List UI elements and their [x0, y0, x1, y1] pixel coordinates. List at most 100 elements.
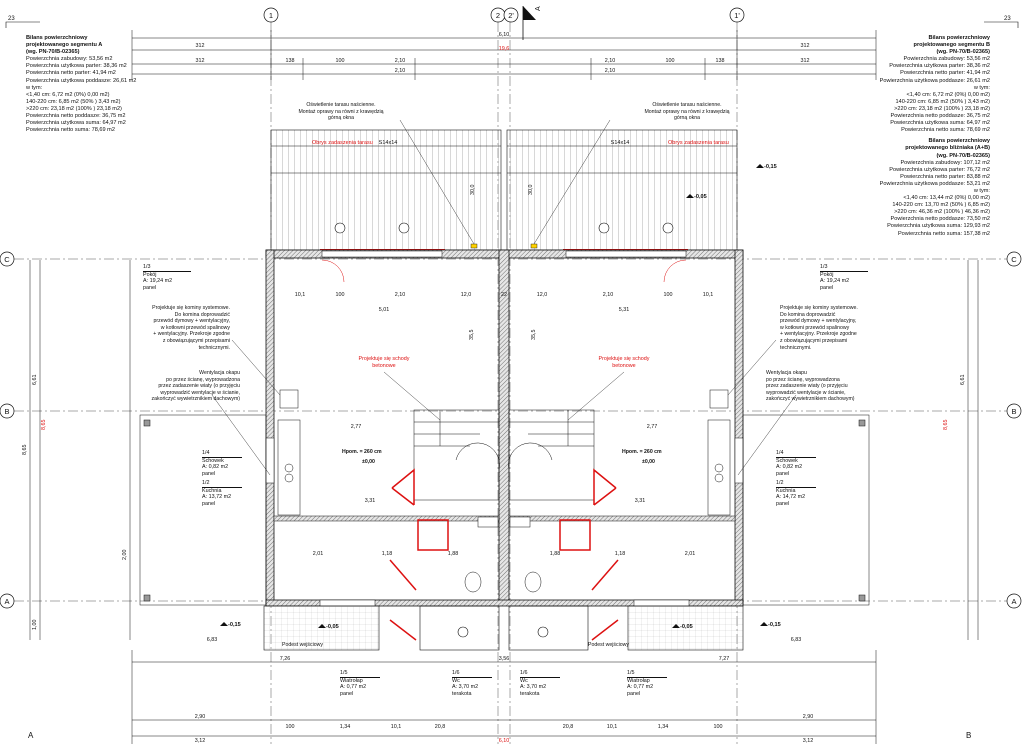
dim-side-left-b: 8,65: [22, 445, 28, 456]
dim-top3-a: 2,10: [395, 68, 406, 74]
note-line: Projektuje się schody: [598, 356, 650, 362]
note-line: Montaż oprawy na równi z krawędzią: [298, 108, 384, 115]
dim-bottom2-d: 10,1: [391, 724, 402, 730]
axis-label-1: 1: [269, 11, 273, 20]
room-height-left: Hpom. = 260 cm: [342, 449, 382, 455]
balance-b-line: <1,40 cm: 6,72 m2 (0%) 0,00 m2): [906, 91, 990, 98]
dim-mid3-d: 1,88: [550, 551, 561, 557]
dim-bottom2-i: 100: [714, 724, 723, 730]
leader-lines: [211, 339, 797, 476]
room-area: A: 14,72 m2: [776, 494, 806, 501]
room-name: Wiatrołap: [340, 676, 380, 685]
dim-top2-d: 2,10: [395, 58, 406, 64]
room-floor: panel: [340, 690, 354, 697]
dim-bottom1-b: 3,56: [499, 656, 510, 662]
room-name: Schowek: [202, 456, 242, 465]
axis-bubbles: [0, 7, 1022, 609]
note-light-right: Oświetlenie tarasu naścienne. Montaż opr…: [632, 102, 742, 122]
entrance-label-left: Podest wejściowy: [282, 642, 323, 648]
door-swings: [321, 259, 687, 283]
room-area: A: 0,77 m2: [340, 684, 367, 691]
note-line: Oświetlenie tarasu naścienne.: [306, 102, 376, 108]
balance-b-line: Powierzchnia zabudowy: 53,56 m2: [903, 56, 990, 63]
room-name: Pokój: [820, 270, 868, 279]
dim-inner2-a: 5,01: [379, 307, 390, 313]
floor-level-right: ±0,00: [642, 459, 655, 465]
room-area: A: 0,82 m2: [776, 464, 803, 471]
balance-b-line: Powierzchnia netto parter: 41,94 m2: [900, 70, 990, 77]
terrace-deck: [270, 129, 738, 251]
room-floor: panel: [776, 470, 790, 477]
room-area: A: 13,72 m2: [202, 494, 232, 501]
dim-mid2-b: 3,31: [635, 498, 646, 504]
note-chimney-right: Projektuje się kominy systemowe. Do komi…: [780, 305, 872, 351]
room-floor: panel: [627, 690, 641, 697]
note-line: technicznymi.: [780, 344, 812, 351]
note-line: wyprowadzić wentylacje w ścianie,: [766, 389, 846, 396]
corner-bottom-left: A: [28, 731, 34, 740]
room-label-pokoj-right: 1/3 Pokój A: 19,24 m2 panel: [820, 264, 868, 291]
dim-bottom-center: 6,10: [499, 738, 510, 744]
balance-a-line: w tym:: [26, 84, 43, 91]
balance-ab-line: Powierzchnia netto poddasze: 73,50 m2: [890, 216, 990, 223]
room-floor: panel: [776, 500, 790, 507]
note-line: Projektuje się schody: [358, 356, 410, 362]
room-area: A: 19,24 m2: [143, 278, 173, 285]
room-floor: panel: [202, 500, 216, 507]
room-number: 1/5: [627, 670, 635, 676]
stairs: [413, 409, 595, 501]
floor-level-left: ±0,00: [362, 459, 375, 465]
room-floor: terakota: [520, 690, 540, 697]
note-line: + wentylacyjny. Przekroje zgodne: [780, 331, 857, 338]
railing-label-right: Obrys zadaszenia tarasu: [668, 140, 729, 146]
balance-ab-line: <1,40 cm: 13,44 m2 (0%) 0,00 m2): [903, 195, 990, 202]
dim-top2-f: 100: [666, 58, 675, 64]
note-line: wyprowadzić wentylacje w ścianie,: [160, 389, 240, 396]
dim-mid3-b: 1,18: [382, 551, 393, 557]
room-area: A: 3,70 m2: [520, 684, 547, 691]
dim-mid1-a: 2,77: [351, 424, 362, 430]
entrance-label-right: Podest wejściowy: [588, 642, 629, 648]
room-label-kuchnia-right: 1/2 Kuchnia A: 14,72 m2 panel: [776, 480, 816, 507]
balance-b-line: Powierzchnia netto suma: 78,69 m2: [901, 127, 990, 134]
balance-a-line: <1,40 cm: 6,72 m2 (0%) 0,00 m2): [26, 91, 110, 98]
balance-b-title-2: projektowanego segmentu B: [913, 42, 990, 49]
balance-b-line: Powierzchnia netto poddasze: 36,75 m2: [890, 113, 990, 120]
balance-ab-title-2: projektowanego bliźniaka (A+B): [905, 145, 990, 152]
balance-b-line: Powierzchnia użytkowa poddasze: 26,61 m2: [879, 77, 990, 84]
balance-ab-line: Powierzchnia użytkowa parter: 76,72 m2: [889, 166, 990, 173]
note-line: przewód dymowy + wentylacyjny,: [780, 318, 857, 325]
room-label-wiatrolap-left: 1/5 Wiatrołap A: 0,77 m2 panel: [340, 670, 380, 697]
corner-label-right: 23: [1004, 16, 1011, 22]
dim-side-left-red: 8,65: [41, 420, 47, 431]
note-line: betonowe: [612, 362, 636, 369]
dim-bottom2-g: 10,1: [607, 724, 618, 730]
corner-bottom-right: B: [966, 731, 972, 740]
axis-label-a-right: A: [1011, 597, 1016, 606]
room-name: Wiatrołap: [627, 676, 667, 685]
balance-a-title-2: projektowanego segmentu A: [26, 42, 103, 49]
dim-bottom2-b: 100: [286, 724, 295, 730]
room-area: A: 19,24 m2: [820, 278, 850, 285]
dim-bottom2-h: 1,34: [658, 724, 669, 730]
sheet-corners: [5, 21, 1019, 28]
balance-b-line: 140-220 cm: 6,85 m2 (50% ) 3,43 m2): [895, 98, 990, 105]
axis-label-b-right: B: [1011, 407, 1016, 416]
terrace-size-left: S14x14: [379, 140, 398, 146]
carport-left: [139, 414, 267, 606]
level-e: -0,05: [680, 624, 693, 630]
room-area: A: 3,70 m2: [452, 684, 479, 691]
dim-top2-e: 2,10: [605, 58, 616, 64]
windows: [265, 250, 744, 607]
terrace-columns: [334, 222, 674, 234]
dim-bottom2-f: 20,8: [563, 724, 574, 730]
dim-bottom2-a: 2,90: [195, 714, 206, 720]
dim-top2-c: 100: [336, 58, 345, 64]
note-line: Do komina doprowadzić: [780, 311, 836, 318]
dim-inner1-h: 100: [664, 292, 673, 298]
dim-center-red: 19,6: [499, 46, 510, 52]
dim-mid1-b: 2,77: [647, 424, 658, 430]
dim-stair-h-a: 35,5: [469, 330, 475, 341]
note-line: górną okna: [328, 115, 354, 122]
